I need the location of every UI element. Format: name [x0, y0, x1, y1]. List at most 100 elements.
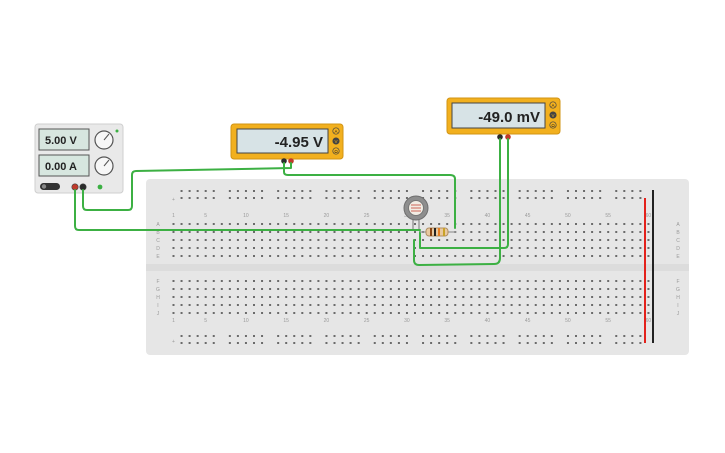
breadboard-hole[interactable]	[341, 312, 344, 314]
rail-hole[interactable]	[438, 190, 441, 192]
rail-hole[interactable]	[301, 190, 304, 192]
breadboard-hole[interactable]	[220, 288, 223, 290]
breadboard-hole[interactable]	[422, 304, 425, 306]
rail-hole[interactable]	[333, 197, 336, 199]
breadboard-hole[interactable]	[236, 280, 239, 282]
breadboard-hole[interactable]	[236, 247, 239, 249]
breadboard-hole[interactable]	[542, 296, 545, 298]
breadboard-hole[interactable]	[494, 288, 497, 290]
breadboard-hole[interactable]	[422, 255, 425, 257]
breadboard-hole[interactable]	[293, 304, 296, 306]
rail-hole[interactable]	[583, 197, 586, 199]
rail-hole[interactable]	[261, 190, 264, 192]
breadboard-hole[interactable]	[244, 223, 247, 225]
breadboard-hole[interactable]	[518, 255, 521, 257]
breadboard-hole[interactable]	[631, 288, 634, 290]
breadboard-hole[interactable]	[478, 304, 481, 306]
rail-hole[interactable]	[188, 342, 191, 344]
rail-hole[interactable]	[397, 335, 400, 337]
multimeter-2-positive-probe[interactable]	[505, 134, 511, 140]
breadboard-hole[interactable]	[172, 312, 175, 314]
breadboard-hole[interactable]	[518, 280, 521, 282]
rail-hole[interactable]	[236, 190, 239, 192]
breadboard-hole[interactable]	[550, 231, 553, 233]
breadboard-hole[interactable]	[566, 296, 569, 298]
rail-hole[interactable]	[212, 342, 215, 344]
breadboard-hole[interactable]	[542, 255, 545, 257]
rail-hole[interactable]	[357, 190, 360, 192]
rail-hole[interactable]	[494, 335, 497, 337]
rail-hole[interactable]	[301, 197, 304, 199]
breadboard-hole[interactable]	[486, 239, 489, 241]
rail-hole[interactable]	[599, 197, 602, 199]
breadboard-hole[interactable]	[575, 288, 577, 290]
breadboard-hole[interactable]	[357, 280, 360, 282]
breadboard-hole[interactable]	[542, 280, 545, 282]
breadboard-hole[interactable]	[253, 247, 255, 249]
rail-hole[interactable]	[518, 335, 521, 337]
rail-hole[interactable]	[349, 335, 352, 337]
breadboard-hole[interactable]	[228, 255, 231, 257]
breadboard-hole[interactable]	[317, 296, 320, 298]
rail-hole[interactable]	[494, 197, 497, 199]
breadboard-hole[interactable]	[301, 288, 304, 290]
breadboard-hole[interactable]	[510, 223, 513, 225]
breadboard-hole[interactable]	[325, 223, 328, 225]
rail-hole[interactable]	[357, 197, 360, 199]
rail-hole[interactable]	[534, 335, 537, 337]
breadboard-hole[interactable]	[180, 296, 183, 298]
breadboard-hole[interactable]	[615, 255, 618, 257]
breadboard-hole[interactable]	[172, 304, 175, 306]
breadboard-hole[interactable]	[389, 255, 392, 257]
breadboard-hole[interactable]	[244, 247, 247, 249]
breadboard-hole[interactable]	[446, 280, 449, 282]
rail-hole[interactable]	[405, 335, 408, 337]
breadboard-hole[interactable]	[607, 288, 610, 290]
breadboard-hole[interactable]	[196, 296, 199, 298]
breadboard-hole[interactable]	[349, 312, 352, 314]
breadboard-hole[interactable]	[269, 223, 272, 225]
breadboard-hole[interactable]	[277, 280, 280, 282]
breadboard-hole[interactable]	[357, 231, 360, 233]
breadboard-hole[interactable]	[381, 231, 384, 233]
breadboard-hole[interactable]	[389, 223, 392, 225]
breadboard-hole[interactable]	[309, 247, 312, 249]
breadboard-hole[interactable]	[357, 247, 360, 249]
breadboard-hole[interactable]	[253, 312, 255, 314]
breadboard-hole[interactable]	[607, 239, 610, 241]
breadboard-hole[interactable]	[325, 231, 328, 233]
breadboard-hole[interactable]	[333, 304, 336, 306]
breadboard-hole[interactable]	[486, 304, 489, 306]
rail-hole[interactable]	[397, 190, 400, 192]
breadboard-hole[interactable]	[550, 255, 553, 257]
rail-hole[interactable]	[526, 335, 529, 337]
breadboard-hole[interactable]	[414, 223, 416, 225]
breadboard-hole[interactable]	[381, 304, 384, 306]
breadboard-hole[interactable]	[285, 231, 288, 233]
breadboard-hole[interactable]	[357, 288, 360, 290]
rail-hole[interactable]	[639, 190, 642, 192]
breadboard-hole[interactable]	[591, 223, 594, 225]
breadboard-hole[interactable]	[397, 223, 400, 225]
rail-hole[interactable]	[526, 190, 529, 192]
breadboard-hole[interactable]	[454, 304, 457, 306]
rail-hole[interactable]	[309, 342, 312, 344]
breadboard-hole[interactable]	[575, 239, 577, 241]
breadboard-hole[interactable]	[389, 239, 392, 241]
breadboard-hole[interactable]	[373, 312, 376, 314]
breadboard-hole[interactable]	[220, 223, 223, 225]
breadboard-hole[interactable]	[236, 312, 239, 314]
breadboard-hole[interactable]	[566, 223, 569, 225]
breadboard-hole[interactable]	[333, 223, 336, 225]
breadboard-hole[interactable]	[244, 288, 247, 290]
breadboard-hole[interactable]	[607, 304, 610, 306]
breadboard-hole[interactable]	[583, 239, 586, 241]
breadboard-hole[interactable]	[293, 288, 296, 290]
rail-hole[interactable]	[591, 342, 594, 344]
breadboard-hole[interactable]	[236, 288, 239, 290]
breadboard-hole[interactable]	[381, 255, 384, 257]
rail-hole[interactable]	[591, 190, 594, 192]
rail-hole[interactable]	[397, 342, 400, 344]
breadboard-hole[interactable]	[631, 296, 634, 298]
breadboard-hole[interactable]	[269, 288, 272, 290]
